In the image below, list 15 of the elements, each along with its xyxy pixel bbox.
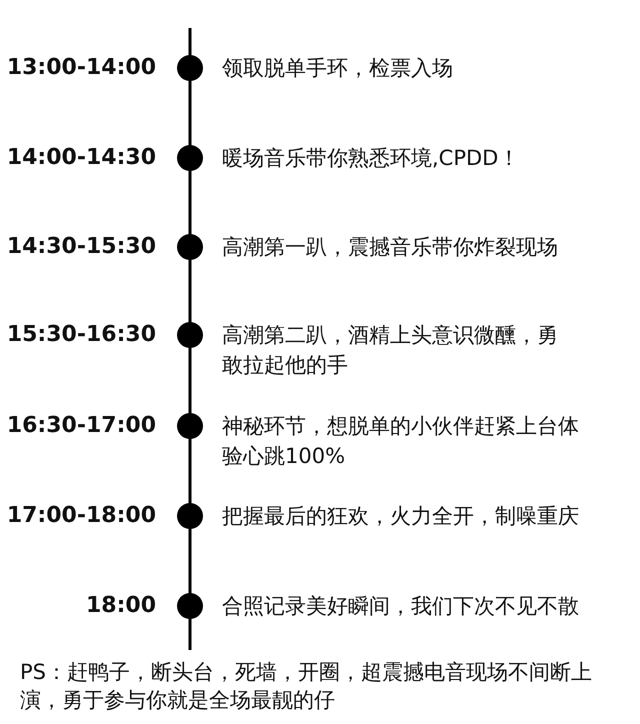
time-label: 15:30-16:30 [6,321,156,349]
event-description: 高潮第二趴，酒精上头意识微醺，勇敢拉起他的手 [222,322,559,379]
time-label: 16:30-17:00 [6,412,156,440]
time-label: 14:30-15:30 [6,233,156,261]
event-description: 神秘环节，想脱单的小伙伴赶紧上台体验心跳100% [222,413,580,470]
time-label: 13:00-14:00 [6,54,156,82]
event-description: 高潮第一趴，震撼音乐带你炸裂现场 [222,234,559,261]
event-description: 合照记录美好瞬间，我们下次不见不散 [222,593,580,620]
event-description: 领取脱单手环，检票入场 [222,55,454,82]
event-description: 把握最后的狂欢，火力全开，制噪重庆 [222,503,580,530]
event-description: 暖场音乐带你熟悉环境,CPDD！ [222,145,520,172]
time-label: 18:00 [86,592,156,620]
time-label: 14:00-14:30 [6,144,156,172]
time-label: 17:00-18:00 [6,502,156,530]
note-text: PS：赶鸭子，断头台，死墙，开圈，超震撼电音现场不间断上演，勇于参与你就是全场最靓的仔 [20,659,593,714]
